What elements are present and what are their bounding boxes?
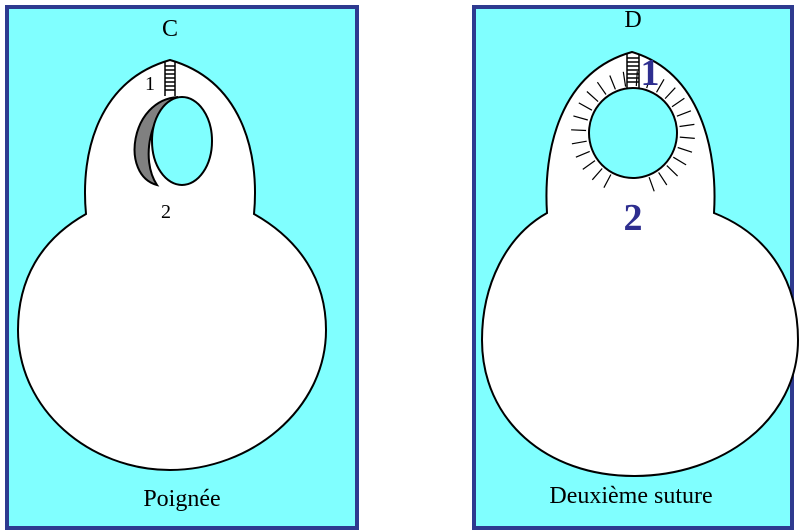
panel-d-letter: D — [624, 7, 641, 33]
panel-d-mark-2: 2 — [624, 197, 643, 239]
panel-c-letter: C — [162, 16, 178, 42]
panel-d-caption: Deuxième suture — [549, 483, 712, 509]
panel-d-hole — [589, 88, 677, 178]
panel-c-mark-2: 2 — [161, 201, 171, 223]
panel-d: D 1 2 Deuxième suture — [474, 7, 798, 528]
panel-c: C 1 2 Poignée — [7, 7, 357, 528]
panel-d-mark-1: 1 — [641, 52, 660, 94]
panel-c-caption: Poignée — [143, 486, 220, 512]
panel-c-hole — [152, 97, 212, 185]
panel-c-mark-1: 1 — [145, 73, 155, 95]
stitch-ray — [571, 130, 586, 131]
